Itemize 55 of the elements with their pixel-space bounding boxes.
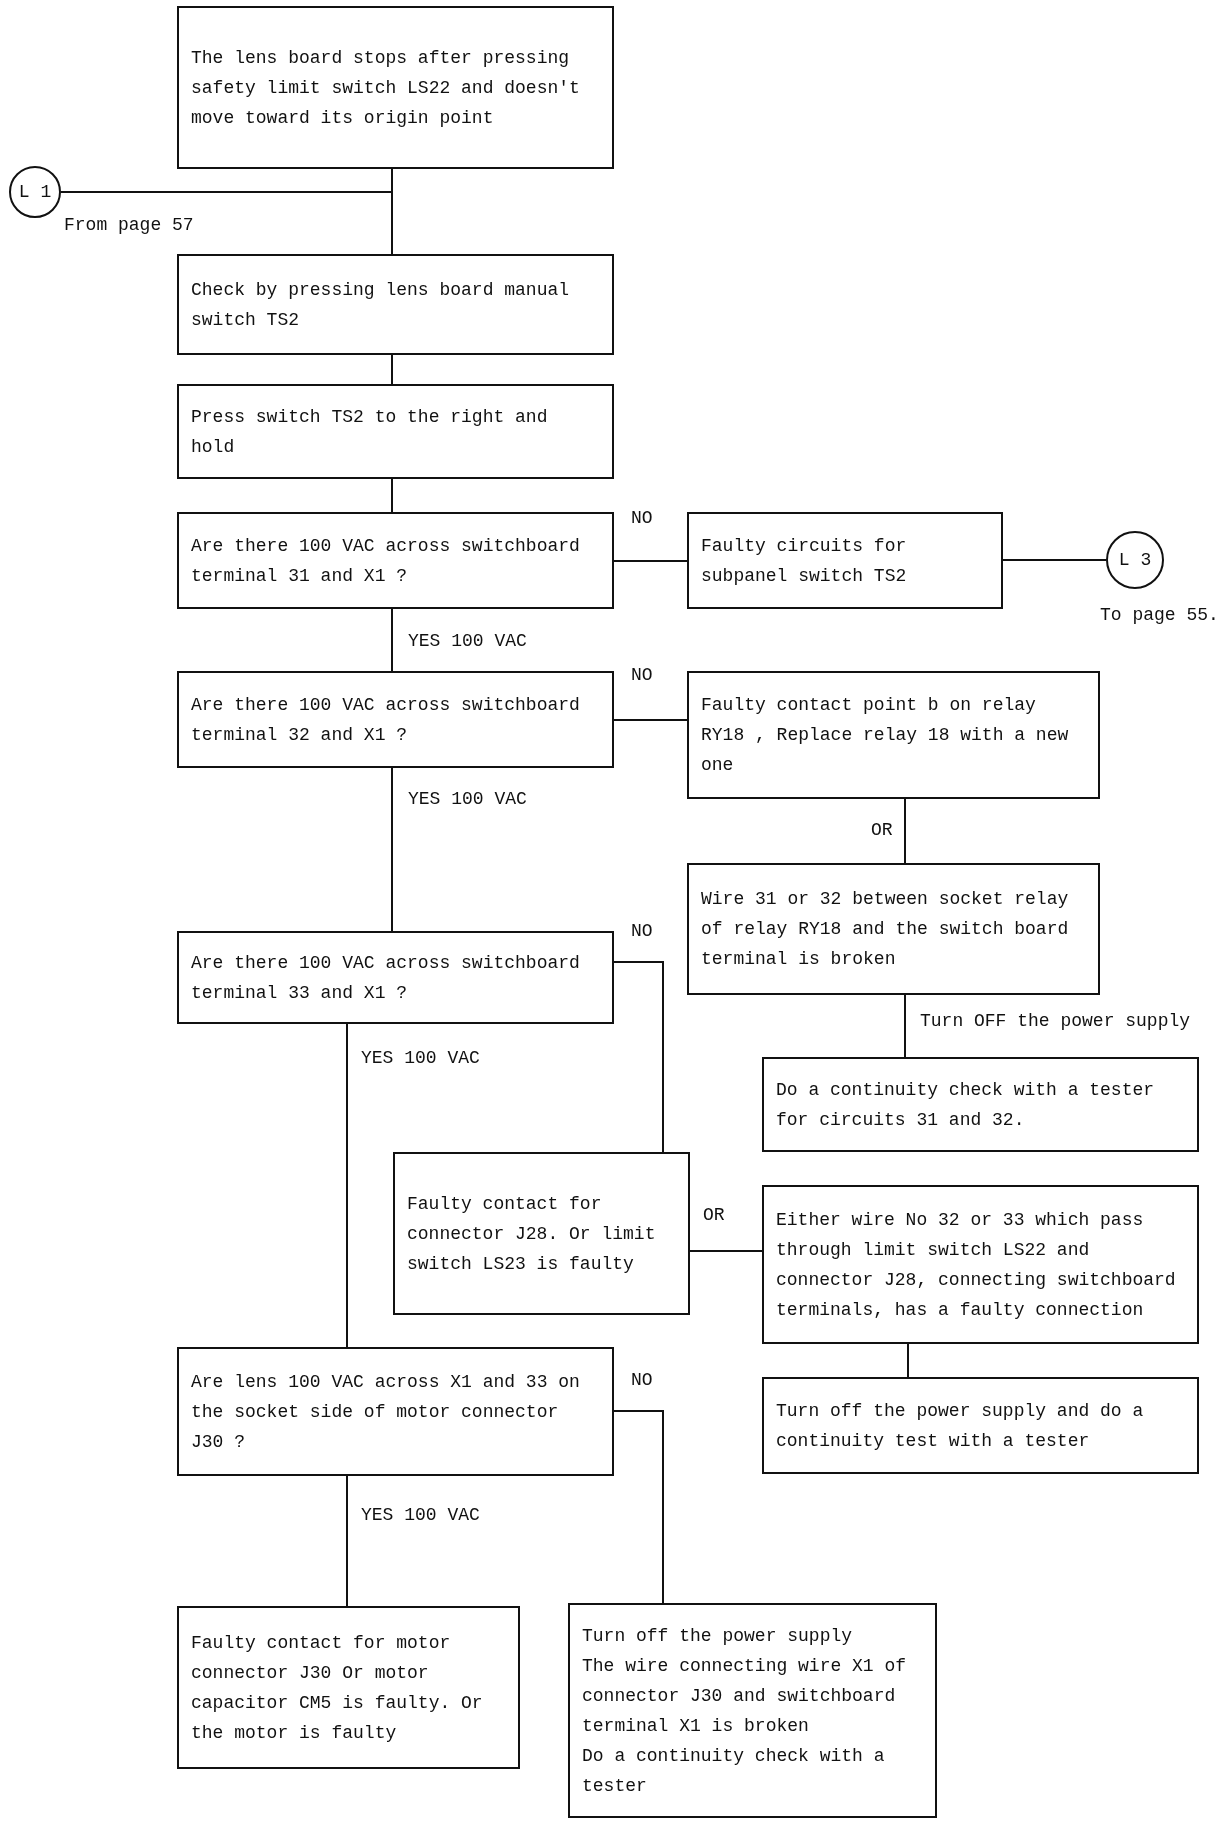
node-text: The lens board stops after pressing safety limit switch LS22 and doesn't move toward its origin point — [191, 46, 581, 130]
process-box — [762, 1057, 1199, 1152]
process-box — [762, 1377, 1199, 1474]
node-text: Are there 100 VAC across switchboard terminal 33 and X1 ? — [191, 951, 581, 1005]
process-box — [687, 863, 1100, 995]
node-text: The wire connecting wire X1 of connector J30 and switchboard terminal X1 is broken — [582, 1654, 908, 1738]
page-reference: To page 55. — [1100, 604, 1219, 627]
node-text: Are lens 100 VAC across X1 and 33 on the socket side of motor connector J30 ? — [191, 1370, 581, 1454]
connector-circle — [1106, 531, 1164, 589]
process-box — [568, 1603, 937, 1818]
node-text: Faulty contact for motor connector J30 Or motor capacitor CM5 is faulty. Or the motor is faulty — [191, 1631, 484, 1745]
page-reference: From page 57 — [64, 214, 194, 237]
connector-line — [346, 1023, 348, 1348]
connector-line — [391, 767, 393, 932]
node-text: Check by pressing lens board manual switch TS2 — [191, 278, 571, 332]
node-text: Are there 100 VAC across switchboard terminal 32 and X1 ? — [191, 693, 581, 747]
process-box — [177, 512, 614, 609]
node-text: Turn off the power supply — [582, 1624, 854, 1648]
connector-line — [904, 798, 906, 864]
process-box — [177, 6, 614, 169]
node-text: L 1 — [18, 181, 52, 204]
node-text: Press switch TS2 to the right and hold — [191, 405, 549, 459]
process-box — [687, 512, 1003, 609]
connector-line — [689, 1250, 763, 1252]
connector-line — [907, 1343, 909, 1378]
process-box — [762, 1185, 1199, 1344]
node-text: Either wire No 32 or 33 which pass through limit switch LS22 and connector J28, connecting switchboard terminals, has a faulty connection — [776, 1208, 1177, 1322]
connector-line — [904, 994, 906, 1058]
process-box — [687, 671, 1100, 799]
connector-line — [613, 719, 688, 721]
connector-circle — [9, 166, 61, 218]
process-box — [177, 931, 614, 1024]
connector-line — [391, 354, 393, 385]
connector-line — [613, 560, 688, 562]
node-text: Faulty contact point b on relay RY18 , Replace relay 18 with a new one — [701, 694, 1070, 777]
node-text: Faulty contact for connector J28. Or limit switch LS23 is faulty — [407, 1192, 657, 1276]
process-box — [177, 1606, 520, 1769]
connector-line — [1002, 559, 1107, 561]
process-box — [177, 254, 614, 355]
node-text: Do a continuity check with a tester — [582, 1744, 886, 1798]
connector-line — [391, 478, 393, 513]
node-text: Are there 100 VAC across switchboard terminal 31 and X1 ? — [191, 534, 581, 588]
process-box — [177, 384, 614, 479]
process-box — [177, 1347, 614, 1476]
node-text: Do a continuity check with a tester for circuits 31 and 32. — [776, 1078, 1156, 1132]
process-box — [393, 1152, 690, 1315]
node-text: L 3 — [1118, 549, 1152, 572]
connector-line — [613, 1410, 664, 1604]
connector-line — [391, 608, 393, 672]
node-text: Faulty circuits for subpanel switch TS2 — [701, 534, 908, 588]
connector-line — [346, 1475, 348, 1607]
process-box — [177, 671, 614, 768]
node-text: Wire 31 or 32 between socket relay of relay RY18 and the switch board terminal is broken — [701, 888, 1070, 971]
connector-line — [613, 961, 664, 1153]
node-text: Turn off the power supply and do a continuity test with a tester — [776, 1399, 1145, 1453]
